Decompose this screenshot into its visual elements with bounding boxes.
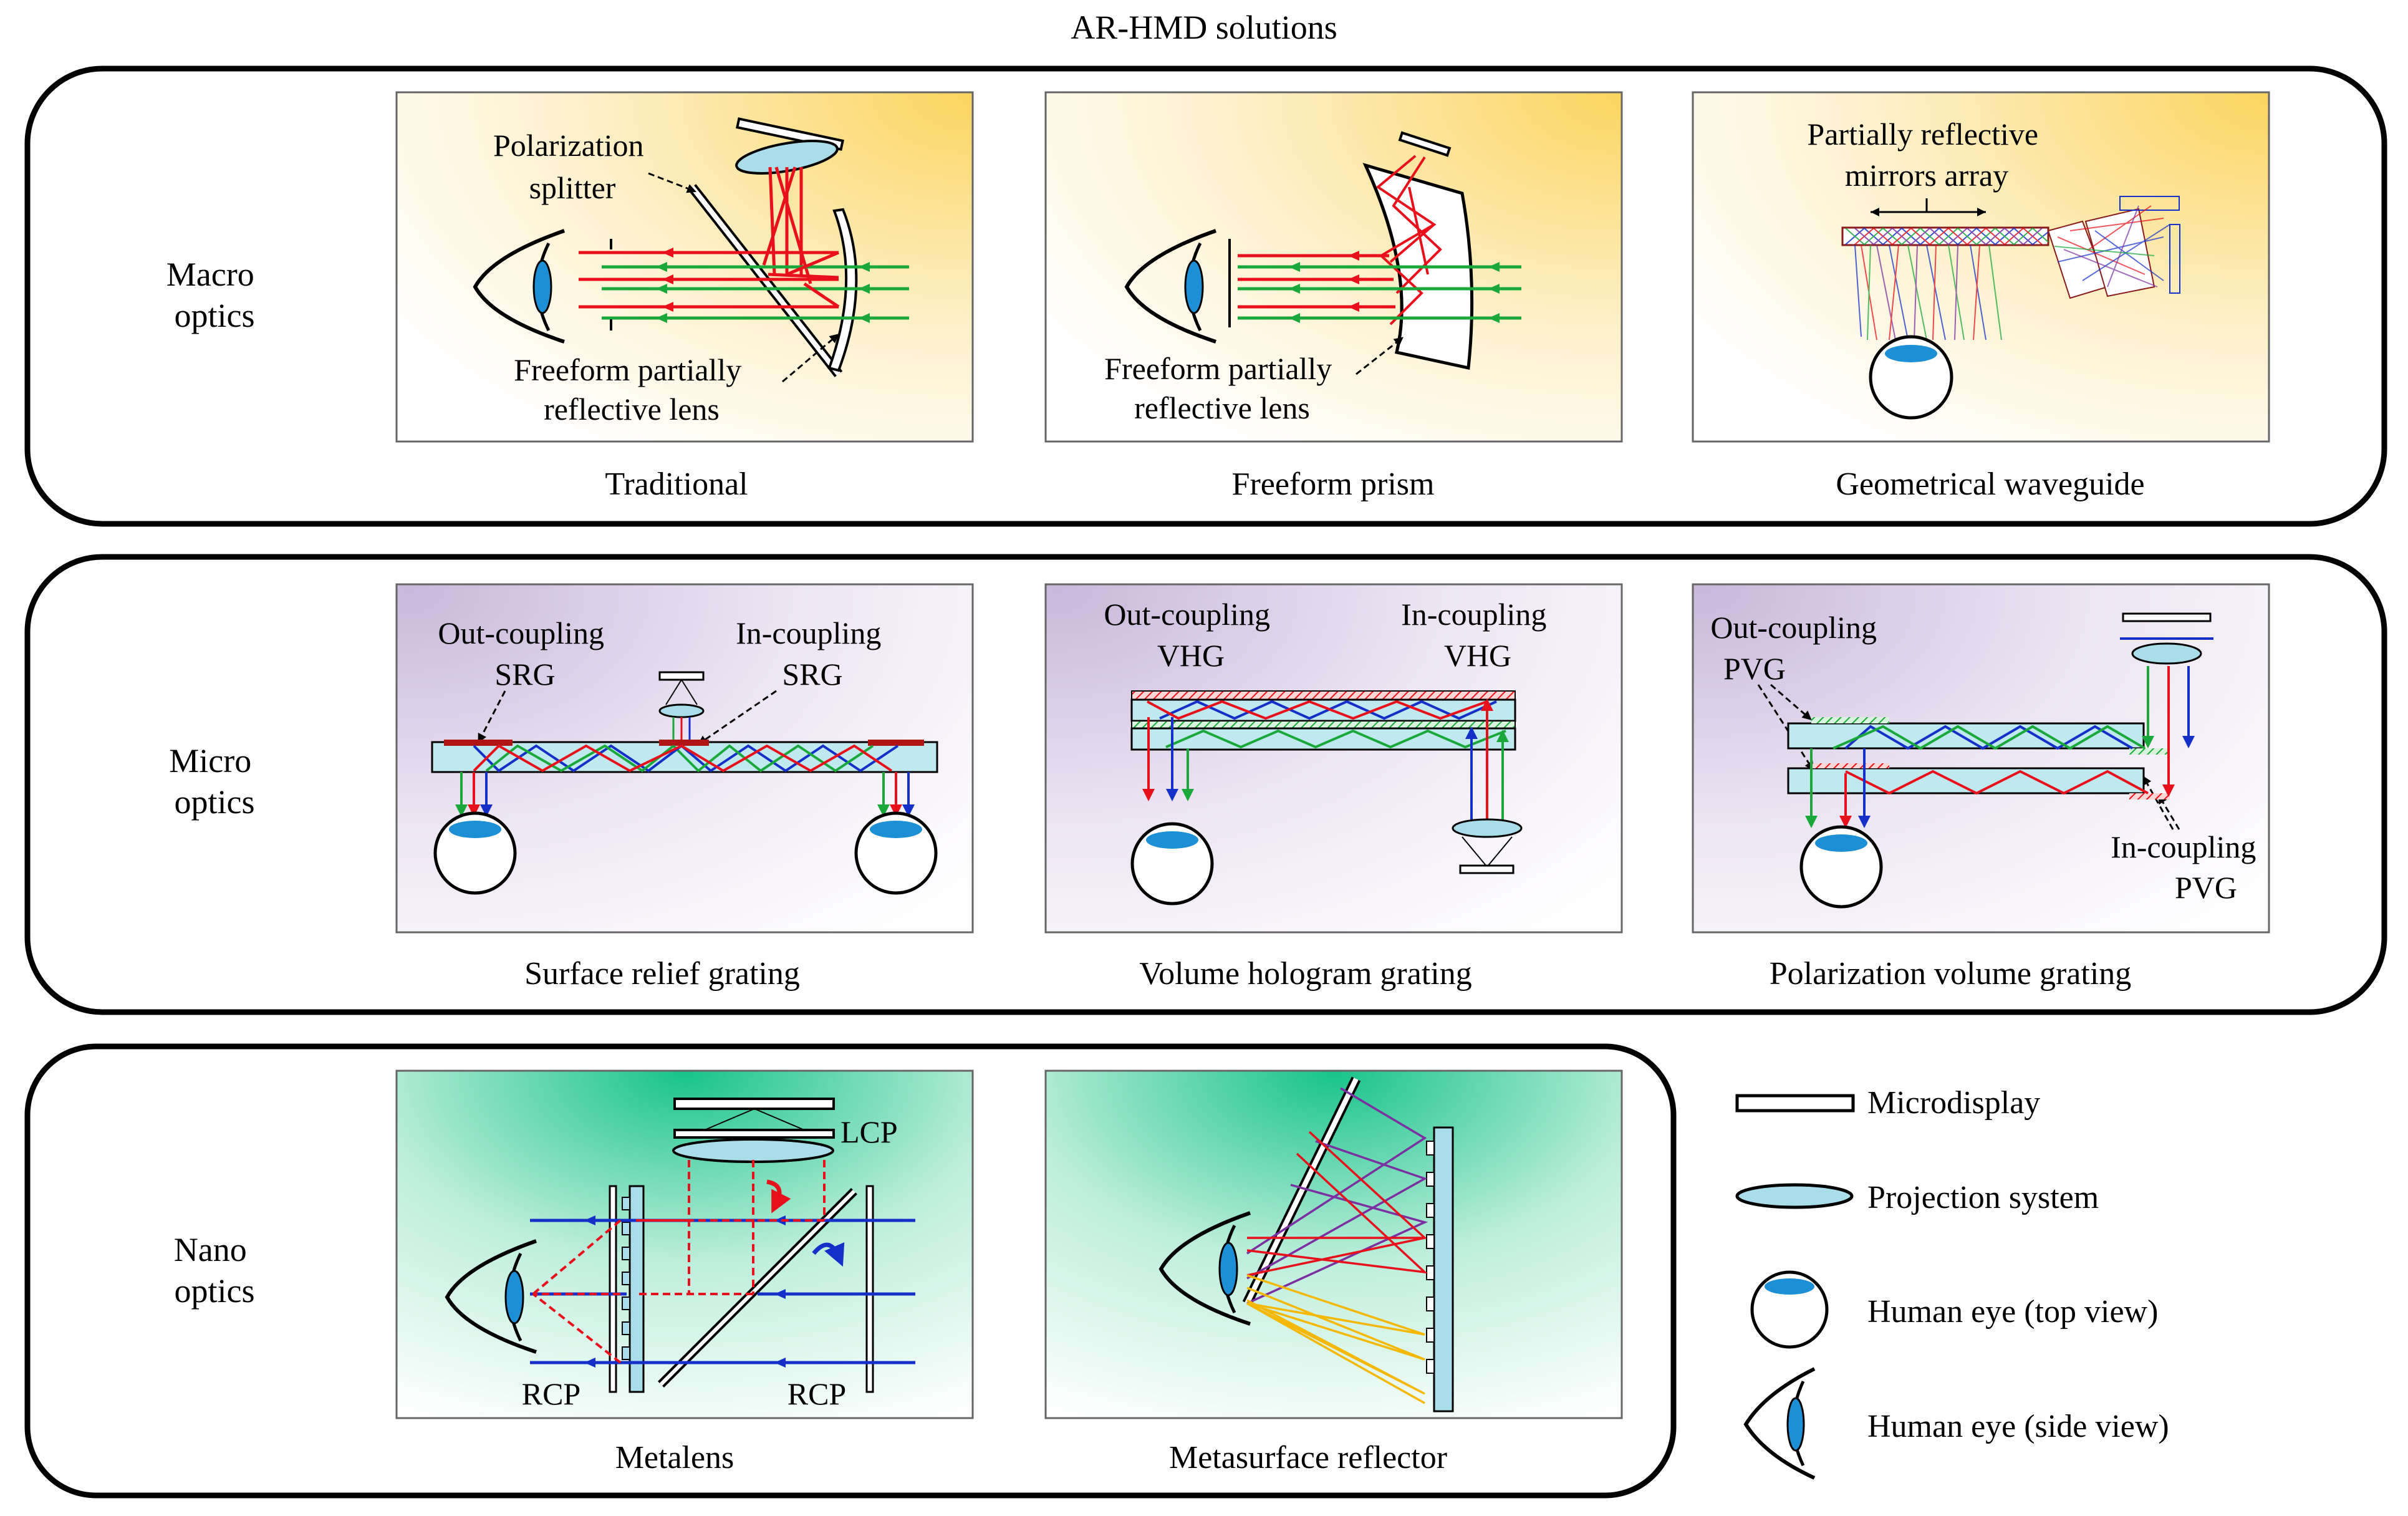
micro-row-label: Micro optics (169, 742, 259, 821)
vhg-out-coupling-label: Out-coupling VHG (1104, 597, 1278, 673)
eye-top-view-icon (1799, 825, 1883, 909)
metasurface-element (1433, 1126, 1454, 1412)
metalens-element (628, 1185, 645, 1393)
nano-row-label: Nano optics (174, 1231, 255, 1310)
eye-top-view-icon (1130, 822, 1214, 905)
rcp-right-label: RCP (787, 1376, 847, 1411)
projection-lens-icon (735, 140, 839, 175)
eye-side-view-icon (445, 1239, 537, 1354)
legend-eye-side-label: Human eye (side view) (1867, 1409, 2169, 1444)
panel-traditional: Polarization splitter Freeform partially… (395, 91, 974, 443)
panel-polarization-volume-grating: Out-coupling PVG In-coupling PVG (1692, 583, 2270, 934)
macro-row-frame (24, 65, 2387, 527)
caption-volume-hologram-grating: Volume hologram grating (1139, 956, 1471, 992)
vhg-in-coupling-label: In-coupling VHG (1401, 597, 1554, 673)
legend-projection-label: Projection system (1867, 1180, 2099, 1215)
panel-surface-relief-grating: Out-coupling SRG In-coupling SRG (395, 583, 974, 934)
macro-row-label: Macro optics (166, 256, 262, 334)
eye-side-view-icon (1124, 229, 1216, 344)
lcp-label: LCP (840, 1114, 898, 1149)
pvg-out-coupling-label: Out-coupling PVG (1710, 610, 1884, 686)
prism-freeform-lens-label: Freeform partially reflective lens (1104, 351, 1340, 425)
caption-metalens: Metalens (615, 1440, 734, 1475)
microdisplay-icon (1398, 131, 1452, 157)
micro-row-frame (24, 554, 2387, 1015)
freeform-lens-label: Freeform partially reflective lens (514, 352, 749, 427)
legend: Microdisplay Projection system Human eye… (1735, 1085, 2169, 1480)
pvg-in-coupling-label: In-coupling PVG (2111, 829, 2264, 905)
legend-eye-top-label: Human eye (top view) (1867, 1294, 2158, 1330)
legend-microdisplay-label: Microdisplay (1867, 1085, 2040, 1121)
waveguide-projector (2047, 196, 2180, 299)
eye-top-view-icon (433, 811, 517, 895)
polarization-splitter-label: Polarization splitter (493, 128, 652, 205)
projection-system-icon (1735, 1183, 1854, 1209)
caption-geometrical-waveguide: Geometrical waveguide (1836, 466, 2144, 502)
nano-row-frame (24, 1043, 1677, 1499)
caption-metasurface-reflector: Metasurface reflector (1169, 1440, 1447, 1475)
srg-in-coupling-label: In-coupling SRG (736, 616, 889, 692)
eye-top-view-icon (854, 811, 938, 895)
caption-traditional: Traditional (605, 466, 748, 502)
panel-metasurface-reflector (1044, 1069, 1623, 1419)
eye-side-view-icon (1743, 1367, 1816, 1480)
mirrors-array-label: Partially reflective mirrors array (1807, 117, 2046, 193)
figure-title: AR-HMD solutions (1071, 9, 1337, 46)
eye-side-view-icon (473, 229, 565, 344)
eye-top-view-icon (1869, 335, 1953, 420)
rcp-left-label: RCP (522, 1376, 581, 1411)
eye-side-view-icon (1158, 1211, 1251, 1326)
panel-volume-hologram-grating: Out-coupling VHG In-coupling VHG (1044, 583, 1623, 934)
caption-freeform-prism: Freeform prism (1232, 466, 1435, 502)
caption-polarization-volume-grating: Polarization volume grating (1770, 956, 2132, 992)
freeform-lens (827, 208, 858, 372)
caption-surface-relief-grating: Surface relief grating (524, 956, 800, 992)
eye-top-view-icon (1750, 1270, 1829, 1349)
microdisplay-icon (1735, 1094, 1855, 1113)
panel-geometrical-waveguide: Partially reflective mirrors array (1692, 91, 2270, 443)
panel-freeform-prism: Freeform partially reflective lens (1044, 91, 1623, 443)
srg-out-coupling-label: Out-coupling SRG (438, 616, 612, 692)
panel-metalens: LCP (395, 1069, 974, 1419)
